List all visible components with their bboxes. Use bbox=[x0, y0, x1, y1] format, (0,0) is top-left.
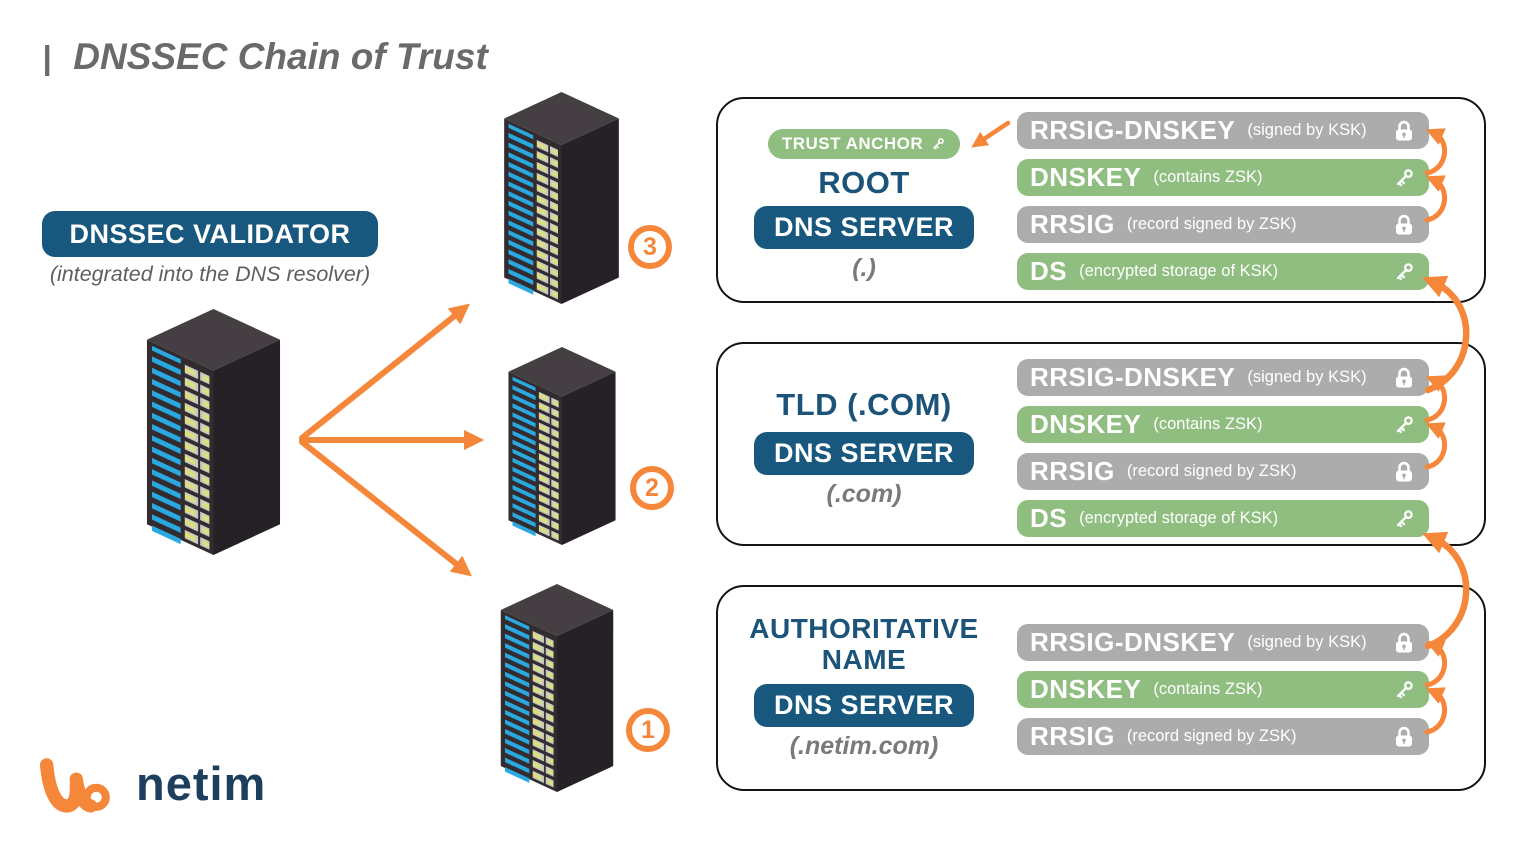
record-note: (encrypted storage of KSK) bbox=[1079, 509, 1279, 527]
title-text: DNSSEC Chain of Trust bbox=[73, 36, 488, 77]
record-bar-dnskey: DNSKEY (contains ZSK) bbox=[1017, 159, 1429, 196]
validator-server-tower bbox=[146, 309, 281, 555]
record-label: DNSKEY bbox=[1030, 162, 1142, 192]
record-bar-dnskey: DNSKEY (contains ZSK) bbox=[1017, 406, 1429, 443]
trust-anchor-badge: TRUST ANCHOR bbox=[767, 129, 961, 159]
panel-authoritative-left-column: AUTHORITATIVE NAME DNS SERVER (.netim.co… bbox=[744, 613, 984, 761]
record-bar-ds: DS (encrypted storage of KSK) bbox=[1017, 500, 1429, 537]
record-bar-rrsig: RRSIG (record signed by ZSK) bbox=[1017, 453, 1429, 490]
record-label: DNSKEY bbox=[1030, 674, 1142, 704]
panel-root-record-bars: RRSIG-DNSKEY (signed by KSK) DNSKEY (con… bbox=[1017, 112, 1429, 290]
key-icon bbox=[1392, 507, 1416, 531]
lock-icon bbox=[1392, 213, 1416, 237]
record-note: (record signed by ZSK) bbox=[1126, 727, 1297, 745]
record-label: DS bbox=[1030, 503, 1068, 533]
panel-root-left-column: TRUST ANCHOR ROOT DNS SERVER (.) bbox=[744, 129, 984, 283]
key-icon bbox=[1392, 413, 1416, 437]
tld-server-tower bbox=[505, 347, 619, 545]
panel-tld-dns-server: TLD (.COM) DNS SERVER (.com) RRSIG-DNSKE… bbox=[716, 342, 1486, 546]
dnssec-validator-subtitle: (integrated into the DNS resolver) bbox=[49, 262, 371, 286]
record-bar-rrsig: RRSIG (record signed by ZSK) bbox=[1017, 718, 1429, 755]
record-bar-rrsig-dnskey: RRSIG-DNSKEY (signed by KSK) bbox=[1017, 624, 1429, 661]
record-note: (signed by KSK) bbox=[1247, 121, 1367, 139]
key-icon bbox=[930, 136, 946, 152]
record-note: (contains ZSK) bbox=[1153, 168, 1263, 186]
record-label: DS bbox=[1030, 256, 1068, 286]
zone-label: (.netim.com) bbox=[789, 731, 939, 760]
record-bar-dnskey: DNSKEY (contains ZSK) bbox=[1017, 671, 1429, 708]
dns-server-badge: DNS SERVER bbox=[753, 431, 975, 475]
zone-label: (.) bbox=[852, 253, 876, 282]
record-bar-rrsig-dnskey: RRSIG-DNSKEY (signed by KSK) bbox=[1017, 112, 1429, 149]
netim-logo-mark bbox=[40, 758, 110, 813]
record-label: RRSIG-DNSKEY bbox=[1030, 362, 1236, 392]
panel-authoritative-record-bars: RRSIG-DNSKEY (signed by KSK) DNSKEY (con… bbox=[1017, 624, 1429, 755]
arrow-validator-to-server-1 bbox=[299, 439, 473, 577]
record-label: DNSKEY bbox=[1030, 409, 1142, 439]
record-label: RRSIG-DNSKEY bbox=[1030, 627, 1236, 657]
record-note: (encrypted storage of KSK) bbox=[1079, 262, 1279, 280]
record-label: RRSIG bbox=[1030, 456, 1115, 486]
record-bar-rrsig: RRSIG (record signed by ZSK) bbox=[1017, 206, 1429, 243]
lock-icon bbox=[1392, 631, 1416, 655]
panel-tld-record-bars: RRSIG-DNSKEY (signed by KSK) DNSKEY (con… bbox=[1017, 359, 1429, 537]
lock-icon bbox=[1392, 725, 1416, 749]
title-bullet: | bbox=[42, 39, 52, 76]
record-note: (signed by KSK) bbox=[1247, 368, 1367, 386]
key-icon bbox=[1392, 678, 1416, 702]
record-note: (signed by KSK) bbox=[1247, 633, 1367, 651]
page-title: | DNSSEC Chain of Trust bbox=[42, 36, 488, 78]
netim-logo-text: netim bbox=[136, 756, 267, 810]
step-number-1: 1 bbox=[626, 708, 670, 752]
authoritative-server-tower bbox=[498, 584, 616, 792]
panel-root-title: ROOT bbox=[818, 165, 910, 200]
panel-tld-left-column: TLD (.COM) DNS SERVER (.com) bbox=[744, 387, 984, 509]
arrow-validator-to-server-3 bbox=[299, 303, 470, 441]
dns-server-badge: DNS SERVER bbox=[753, 205, 975, 249]
netim-logo: netim bbox=[40, 752, 266, 814]
record-bar-ds: DS (encrypted storage of KSK) bbox=[1017, 253, 1429, 290]
record-label: RRSIG bbox=[1030, 721, 1115, 751]
panel-authoritative-title-line2: NAME bbox=[821, 644, 907, 676]
key-icon bbox=[1392, 260, 1416, 284]
step-number-2: 2 bbox=[630, 466, 674, 510]
dnssec-validator-badge: DNSSEC VALIDATOR bbox=[42, 211, 378, 257]
record-label: RRSIG-DNSKEY bbox=[1030, 115, 1236, 145]
panel-root-dns-server: TRUST ANCHOR ROOT DNS SERVER (.) RRSIG-D… bbox=[716, 97, 1486, 303]
dns-server-badge: DNS SERVER bbox=[753, 683, 975, 727]
record-bar-rrsig-dnskey: RRSIG-DNSKEY (signed by KSK) bbox=[1017, 359, 1429, 396]
trust-anchor-label: TRUST ANCHOR bbox=[781, 134, 924, 153]
record-label: RRSIG bbox=[1030, 209, 1115, 239]
panel-authoritative-dns-server: AUTHORITATIVE NAME DNS SERVER (.netim.co… bbox=[716, 585, 1486, 791]
record-note: (contains ZSK) bbox=[1153, 680, 1263, 698]
zone-label: (.com) bbox=[826, 479, 902, 508]
panel-tld-title: TLD (.COM) bbox=[776, 387, 952, 422]
lock-icon bbox=[1392, 460, 1416, 484]
panel-authoritative-title-line1: AUTHORITATIVE bbox=[749, 613, 979, 644]
record-note: (record signed by ZSK) bbox=[1126, 215, 1297, 233]
step-number-3: 3 bbox=[628, 225, 672, 269]
root-server-tower bbox=[503, 92, 620, 304]
record-note: (contains ZSK) bbox=[1153, 415, 1263, 433]
lock-icon bbox=[1392, 366, 1416, 390]
record-note: (record signed by ZSK) bbox=[1126, 462, 1297, 480]
key-icon bbox=[1392, 166, 1416, 190]
lock-icon bbox=[1392, 119, 1416, 143]
